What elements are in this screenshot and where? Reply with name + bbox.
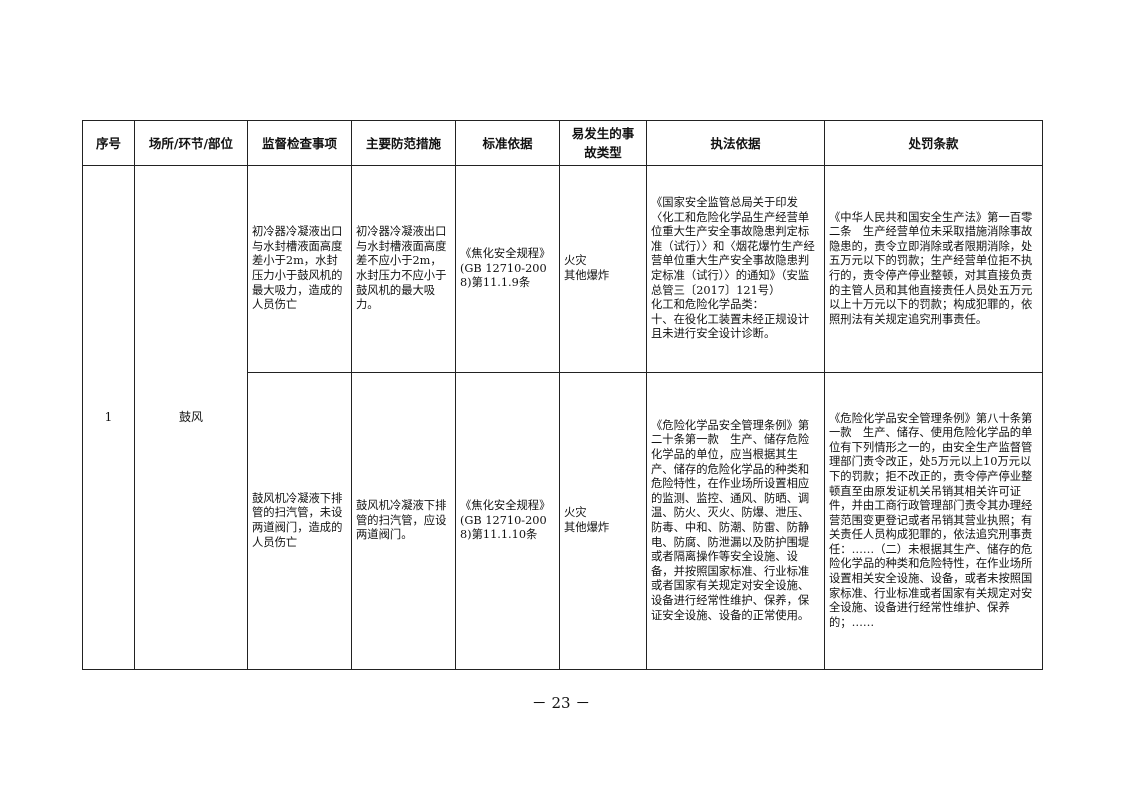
table-row: 1 鼓风 初冷器冷凝液出口与水封槽液面高度差小于2m，水封压力小于鼓风机的最大吸… <box>82 165 1043 670</box>
regulation-table: 序号 场所/环节/部位 监督检查事项 主要防范措施 标准依据 易发生的事 故类型… <box>82 120 1043 670</box>
inspection-item-cell: 鼓风机冷凝液下排管的扫汽管，未设两道阀门，造成的人员伤亡 <box>247 372 352 670</box>
accident-type-cell: 火灾 其他爆炸 <box>559 372 647 670</box>
measure-cell: 初冷器冷凝液出口与水封槽液面高度差不应小于2m，水封压力不应小于鼓风机的最大吸力… <box>351 165 456 373</box>
table-row: 鼓风机冷凝液下排管的扫汽管，未设两道阀门，造成的人员伤亡 鼓风机冷凝液下排管的扫… <box>83 372 1043 670</box>
header-standard: 标准依据 <box>455 120 560 166</box>
standard-cell: 《焦化安全规程》(GB 12710-2008)第11.1.10条 <box>455 372 560 670</box>
page-number: － 23 － <box>531 694 591 712</box>
law-basis-cell: 《危险化学品安全管理条例》第二十条第一款 生产、储存危险化学品的单位，应当根据其… <box>646 372 825 670</box>
table-header-row: 序号 场所/环节/部位 监督检查事项 主要防范措施 标准依据 易发生的事 故类型… <box>82 120 1043 166</box>
location-cell: 鼓风 <box>134 165 248 670</box>
header-accident-type: 易发生的事 故类型 <box>559 120 647 166</box>
measure-cell: 鼓风机冷凝液下排管的扫汽管，应设两道阀门。 <box>351 372 456 670</box>
penalty-cell: 《危险化学品安全管理条例》第八十条第一款 生产、储存、使用危险化学品的单位有下列… <box>824 372 1043 670</box>
header-location: 场所/环节/部位 <box>134 120 248 166</box>
header-penalty: 处罚条款 <box>824 120 1043 166</box>
penalty-cell: 《中华人民共和国安全生产法》第一百零二条 生产经营单位未采取措施消除事故隐患的，… <box>824 165 1043 373</box>
accident-type-cell: 火灾 其他爆炸 <box>559 165 647 373</box>
header-law-basis: 执法依据 <box>646 120 825 166</box>
inspection-item-cell: 初冷器冷凝液出口与水封槽液面高度差小于2m，水封压力小于鼓风机的最大吸力，造成的… <box>247 165 352 373</box>
standard-cell: 《焦化安全规程》(GB 12710-2008)第11.1.9条 <box>455 165 560 373</box>
header-seq: 序号 <box>82 120 135 166</box>
header-inspection-item: 监督检查事项 <box>247 120 352 166</box>
seq-cell: 1 <box>82 165 135 670</box>
header-measures: 主要防范措施 <box>351 120 456 166</box>
law-basis-cell: 《国家安全监管总局关于印发〈化工和危险化学品生产经营单位重大生产安全事故隐患判定… <box>646 165 825 373</box>
